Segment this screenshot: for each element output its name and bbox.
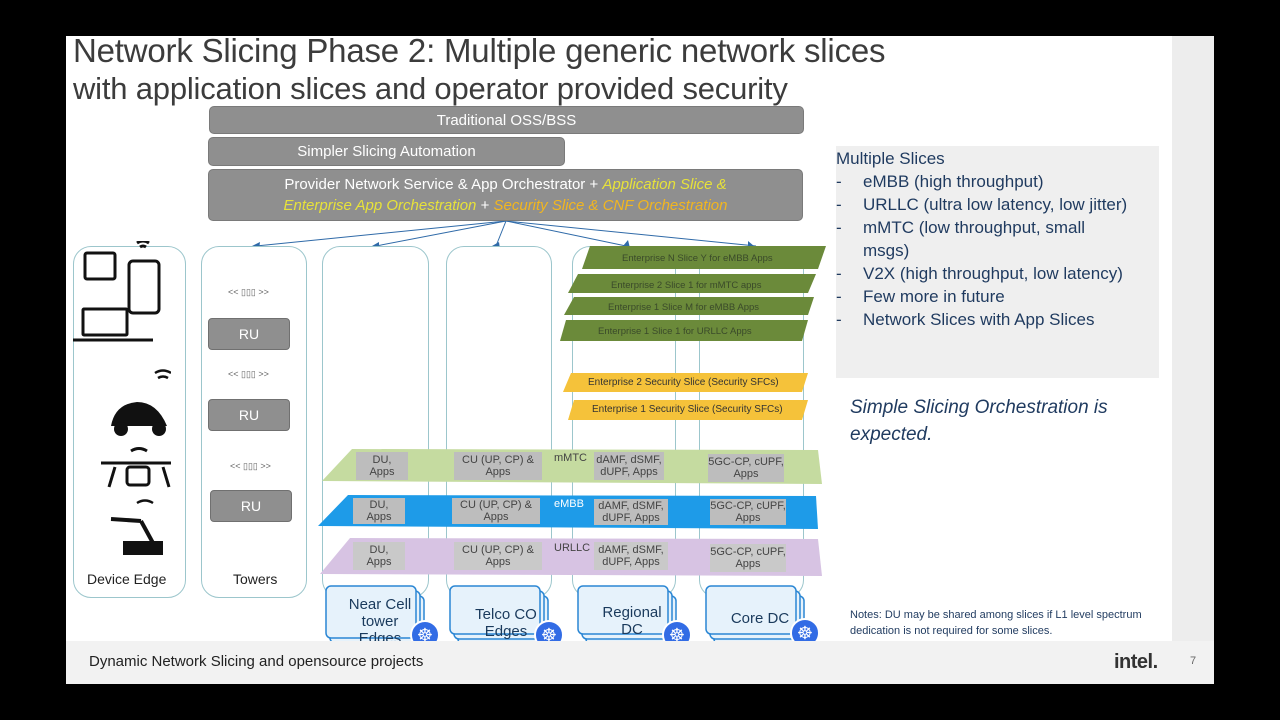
security-slice-orchestration: Security Slice & CNF Orchestration xyxy=(493,197,728,214)
antenna-icon-3: << ▯▯▯ >> xyxy=(230,461,271,471)
slice-item-2: -URLLC (ultra low latency, low jitter) xyxy=(836,195,1128,214)
enterprise-slice-plane-3 xyxy=(564,297,814,315)
antenna-icon-2: << ▯▯▯ >> xyxy=(228,369,269,379)
slice-item-4: -V2X (high throughput, low latency) xyxy=(836,264,1123,283)
slice-item-5-text: Few more in future xyxy=(863,287,1005,306)
mmtc-plane xyxy=(322,449,822,484)
dc-stacks xyxy=(325,585,805,649)
embb-label: eMBB xyxy=(554,498,584,510)
page-number: 7 xyxy=(1190,655,1197,667)
mmtc-core-cell: 5GC-CP, cUPF, Apps xyxy=(708,454,784,482)
urllc-label: URLLC xyxy=(554,542,591,554)
security-slice-plane-1 xyxy=(563,373,808,392)
enterprise-slice-label-4: Enterprise 1 Slice 1 for URLLC Apps xyxy=(598,326,752,337)
slice-item-6-text: Network Slices with App Slices xyxy=(863,310,1095,329)
security-slice-label-1: Enterprise 2 Security Slice (Security SF… xyxy=(588,377,779,388)
slice-item-1-text: eMBB (high throughput) xyxy=(863,172,1044,191)
regional-dc-label: Regional DC xyxy=(602,604,662,638)
enterprise-slice-plane-4 xyxy=(560,320,808,341)
antenna-icon-1: << ▯▯▯ >> xyxy=(228,287,269,297)
slice-item-2-text: URLLC (ultra low latency, low jitter) xyxy=(863,195,1128,214)
slice-item-4-text: V2X (high throughput, low latency) xyxy=(863,264,1123,283)
embb-plane xyxy=(318,495,818,529)
mmtc-dc-cell: dAMF, dSMF, dUPF, Apps xyxy=(594,452,664,480)
footer: Dynamic Network Slicing and opensource p… xyxy=(66,641,1214,684)
orchestrator-plus-2: + xyxy=(480,197,490,214)
kubernetes-icon-3: ☸ xyxy=(662,620,692,650)
mmtc-label: mMTC xyxy=(554,452,587,464)
multiple-slices-panel: Multiple Slices -eMBB (high throughput) … xyxy=(836,146,1159,378)
title-line-2: with application slices and operator pro… xyxy=(73,71,788,106)
robot-arm-icon xyxy=(110,499,163,555)
ru-box-2: RU xyxy=(208,399,290,431)
slice-item-3-text: mMTC (low throughput, small msgs) xyxy=(863,218,1086,260)
security-slice-plane-2 xyxy=(568,400,808,420)
security-slice-label-2: Enterprise 1 Security Slice (Security SF… xyxy=(592,404,783,415)
orchestration-note: Simple Slicing Orchestration is expected… xyxy=(850,397,1108,445)
orchestrator-line-2: Enterprise App Orchestration + Security … xyxy=(284,195,728,216)
enterprise-slice-label-1: Enterprise N Slice Y for eMBB Apps xyxy=(622,253,773,264)
slicing-automation-box: Simpler Slicing Automation xyxy=(208,137,565,166)
orchestrator-line-1: Provider Network Service & App Orchestra… xyxy=(284,174,726,195)
enterprise-slice-label-3: Enterprise 1 Slice M for eMBB Apps xyxy=(608,302,760,313)
slice-planes xyxy=(318,246,826,576)
orchestrator-main: Provider Network Service & App Orchestra… xyxy=(284,176,586,193)
notes-text: Notes: DU may be shared among slices if … xyxy=(850,609,1142,637)
embb-dc-cell: dAMF, dSMF, dUPF, Apps xyxy=(594,499,668,525)
embb-cu-cell: CU (UP, CP) & Apps xyxy=(452,498,540,524)
slice-item-3: -mMTC (low throughput, small msgs) xyxy=(836,216,1159,262)
laptop-phone-icon xyxy=(73,241,161,342)
slice-item-6: -Network Slices with App Slices xyxy=(836,310,1095,329)
device-edge-label: Device Edge xyxy=(87,571,167,587)
ru-box-3: RU xyxy=(210,490,292,522)
orchestrator-box: Provider Network Service & App Orchestra… xyxy=(208,169,803,221)
slide: Network Slicing Phase 2: Multiple generi… xyxy=(66,36,1214,684)
enterprise-slice-label-2: Enterprise 2 Slice 1 for mMTC apps xyxy=(611,280,762,291)
right-strip xyxy=(1172,36,1214,684)
urllc-core-cell: 5GC-CP, cUPF, Apps xyxy=(710,544,786,572)
slice-item-1: -eMBB (high throughput) xyxy=(836,172,1044,191)
mmtc-cu-cell: CU (UP, CP) & Apps xyxy=(454,452,542,480)
enterprise-slice-plane-1 xyxy=(582,246,826,269)
footer-text: Dynamic Network Slicing and opensource p… xyxy=(89,653,424,670)
orchestrator-plus-1: + xyxy=(589,176,599,193)
towers-label: Towers xyxy=(233,571,278,587)
oss-bss-box: Traditional OSS/BSS xyxy=(209,106,804,134)
ru-box-1: RU xyxy=(208,318,290,350)
app-slice-label-a: Application Slice & xyxy=(602,176,727,193)
multiple-slices-heading: Multiple Slices xyxy=(836,149,945,168)
app-slice-label-b: Enterprise App Orchestration xyxy=(283,197,477,214)
slice-item-5: -Few more in future xyxy=(836,287,1005,306)
title-line-1: Network Slicing Phase 2: Multiple generi… xyxy=(73,36,886,69)
device-icons xyxy=(73,241,171,555)
core-dc-label: Core DC xyxy=(730,610,790,627)
intel-logo: intel. xyxy=(1114,651,1158,673)
urllc-du-cell: DU, Apps xyxy=(353,542,405,570)
urllc-dc-cell: dAMF, dSMF, dUPF, Apps xyxy=(594,542,668,570)
telco-co-edges-label: Telco CO Edges xyxy=(475,606,537,640)
embb-du-cell: DU, Apps xyxy=(353,498,405,524)
car-icon xyxy=(111,369,171,436)
enterprise-slice-plane-2 xyxy=(568,274,816,293)
drone-icon xyxy=(101,447,171,488)
urllc-plane xyxy=(320,538,822,576)
mmtc-du-cell: DU, Apps xyxy=(356,452,408,480)
urllc-cu-cell: CU (UP, CP) & Apps xyxy=(454,542,542,570)
embb-core-cell: 5GC-CP, cUPF, Apps xyxy=(710,499,786,525)
